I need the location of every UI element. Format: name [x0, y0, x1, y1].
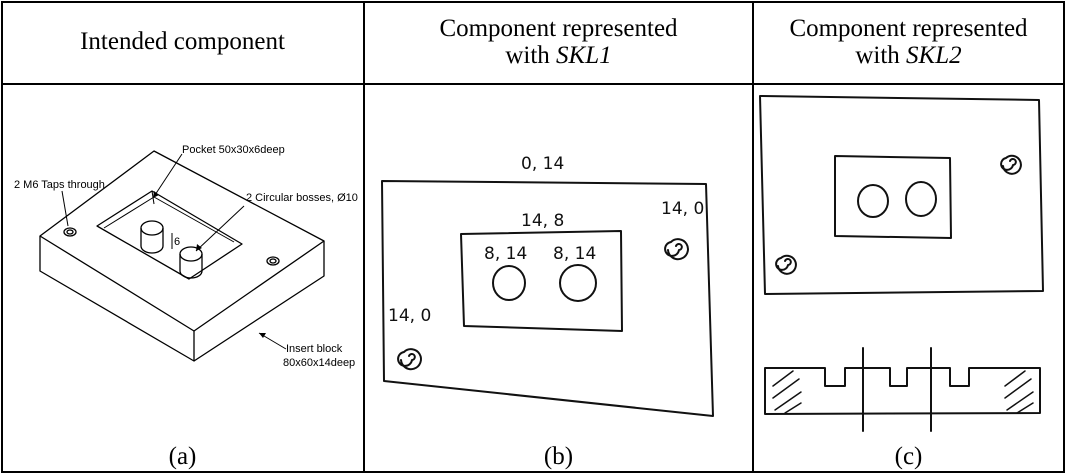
label-top: 0, 14 — [521, 154, 564, 174]
header-col3-line1: Component represented — [789, 14, 1028, 42]
boss-left — [140, 220, 164, 254]
tap-hole-left — [63, 227, 77, 237]
header-col2-line2: with SKL1 — [439, 42, 677, 69]
tap-hole-right — [266, 256, 280, 266]
header-col2-line1: Component represented — [439, 14, 678, 42]
caption-a-text: (a) — [168, 443, 197, 470]
label-taps: 2 M6 Taps through — [14, 179, 105, 191]
section-hatch-left — [772, 370, 802, 414]
sketch-top-tap-right — [1000, 154, 1022, 175]
header-col1-text: Intended component — [80, 28, 285, 55]
caption-c: (c) — [754, 440, 1063, 474]
label-block-1: Insert block — [286, 343, 343, 355]
leader-taps — [61, 190, 69, 227]
sketch-top-tap-left — [775, 254, 797, 275]
pocket-inner-wall — [103, 196, 235, 243]
sketch-section-view — [764, 367, 1041, 415]
block-right-face — [193, 241, 325, 362]
label-boss-right: 8, 14 — [553, 244, 596, 264]
label-pocket-depth: 14, 8 — [521, 211, 564, 231]
caption-a: (a) — [2, 440, 363, 474]
panel-a-isometric-drawing: Pocket 50x30x6deep 2 M6 Taps through 2 C… — [14, 144, 358, 369]
header-col2-prefix: with — [505, 41, 557, 69]
header-col3-prefix: with — [855, 41, 907, 69]
column-divider-2 — [752, 1, 754, 473]
label-tap-left: 14, 0 — [388, 306, 431, 326]
sketch-top-view-block — [759, 95, 1044, 295]
table-right-border — [1063, 1, 1065, 473]
sketch-top-boss-right — [905, 181, 937, 217]
caption-b-text: (b) — [543, 443, 574, 470]
panel-c-sketch — [759, 95, 1044, 432]
leader-pocket — [152, 153, 183, 199]
header-col3-italic: SKL2 — [906, 41, 962, 69]
block-left-face — [39, 236, 195, 362]
sketch-top-view-pocket — [834, 155, 952, 239]
sketch-outer-block — [381, 180, 714, 417]
label-boss-left: 8, 14 — [484, 244, 527, 264]
sketch-top-boss-left — [857, 184, 889, 218]
sketch-boss-right — [559, 264, 597, 302]
leader-bosses — [195, 205, 245, 252]
header-divider — [1, 83, 1065, 85]
section-hatch-right — [1004, 370, 1034, 414]
label-pocket: Pocket 50x30x6deep — [182, 144, 285, 156]
panel-b-sketch: 0, 14 14, 8 8, 14 8, 14 14, 0 14, 0 — [381, 154, 714, 417]
header-col3-line2: with SKL2 — [789, 42, 1027, 69]
column-divider-1 — [363, 1, 365, 473]
header-skl2: Component represented with SKL2 — [754, 0, 1063, 83]
pocket-outline — [96, 190, 243, 280]
boss-right — [179, 246, 203, 279]
header-skl1: Component represented with SKL1 — [365, 0, 752, 83]
table-bottom-border — [1, 471, 1065, 473]
header-intended-component: Intended component — [2, 0, 363, 83]
sketch-tap-left — [397, 348, 422, 371]
label-block-2: 80x60x14deep — [283, 357, 355, 369]
sketch-boss-left — [492, 265, 526, 301]
table-top-border — [1, 1, 1065, 3]
sketch-tap-right — [664, 238, 689, 261]
label-tap-right: 14, 0 — [661, 199, 704, 219]
label-bosses: 2 Circular bosses, Ø10 — [246, 192, 358, 204]
sketch-pocket — [460, 230, 623, 332]
label-depth: 6 — [174, 236, 180, 248]
table-left-border — [1, 1, 3, 473]
header-col2-italic: SKL1 — [556, 41, 612, 69]
caption-c-text: (c) — [894, 443, 923, 470]
caption-b: (b) — [365, 440, 752, 474]
